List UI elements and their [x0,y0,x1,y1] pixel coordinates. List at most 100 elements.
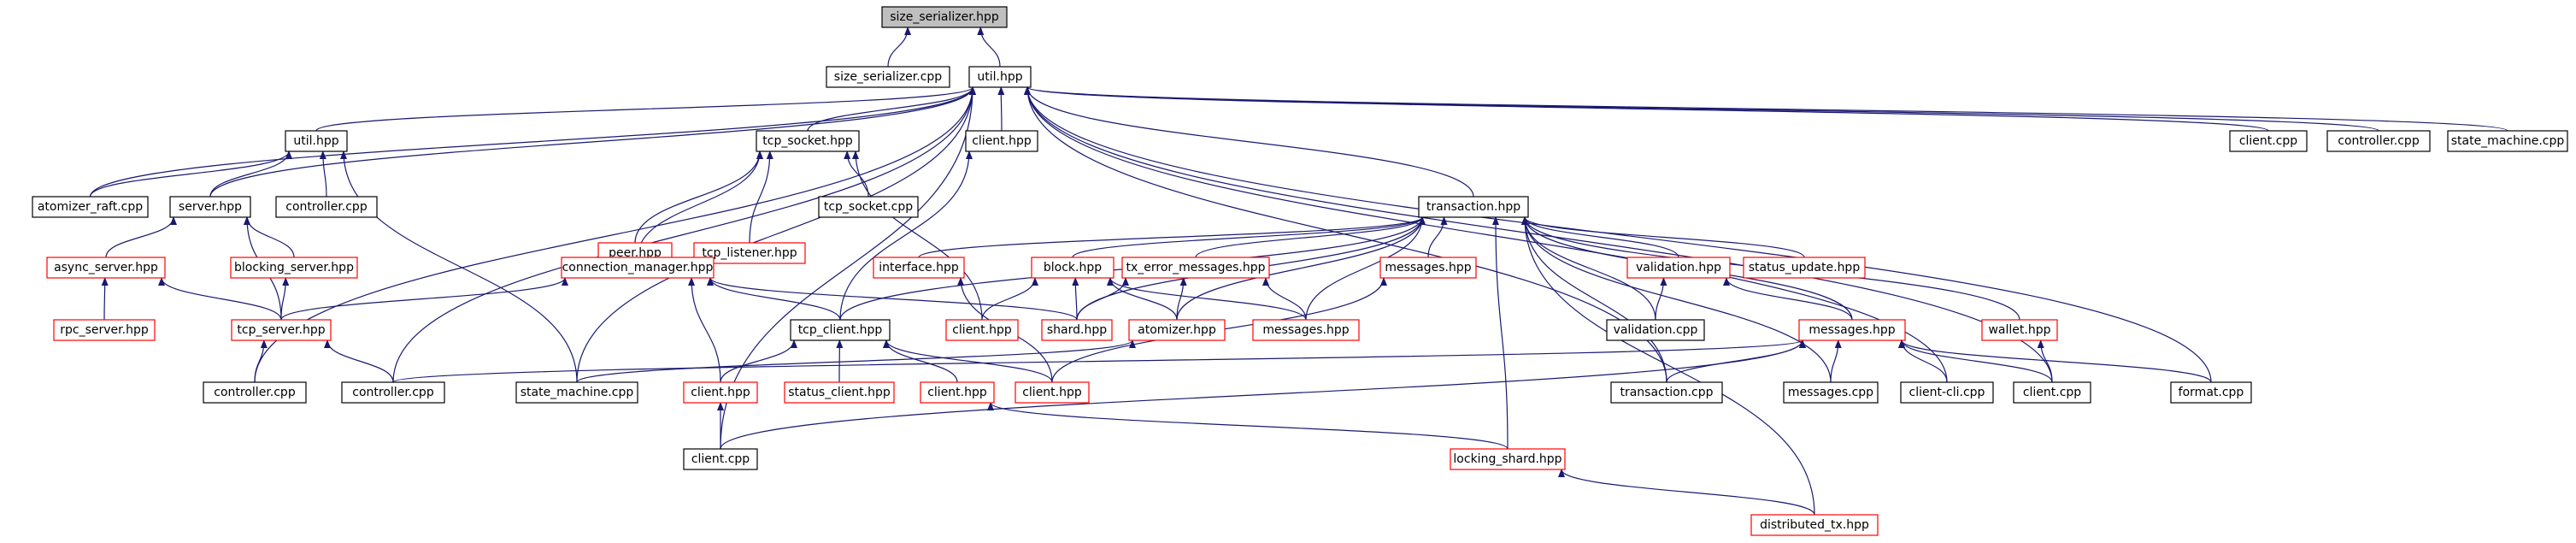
node-controller-cpp[interactable]: controller.cpp [341,381,445,404]
node-wallet-hpp[interactable]: wallet.hpp [1981,319,2058,341]
node-client-hpp[interactable]: client.hpp [920,381,995,404]
node-util-hpp[interactable]: util.hpp [285,130,348,152]
node-interface-hpp[interactable]: interface.hpp [873,257,965,279]
node-label: messages.hpp [1385,261,1471,274]
node-client-cpp[interactable]: client.cpp [2013,381,2091,404]
node-tcp-server-hpp[interactable]: tcp_server.hpp [231,319,332,341]
node-label: rpc_server.hpp [60,323,149,337]
node-label: tcp_server.hpp [237,323,325,337]
node-label: controller.cpp [214,386,296,399]
node-controller-cpp[interactable]: controller.cpp [203,381,307,404]
node-label: state_machine.cpp [520,386,634,399]
node-label: messages.hpp [1262,323,1349,337]
node-size-serializer-cpp[interactable]: size_serializer.cpp [826,66,950,88]
node-client-hpp[interactable]: client.hpp [945,319,1019,341]
edge-size-serializer-cpp-to-size-serializer-hpp [887,27,912,68]
node-tx-error-messages-hpp[interactable]: tx_error_messages.hpp [1121,257,1270,279]
node-label: atomizer_raft.cpp [38,200,143,214]
node-controller-cpp[interactable]: controller.cpp [2326,130,2431,152]
node-label: blocking_server.hpp [234,261,354,274]
node-box [784,381,895,404]
node-box [285,130,348,152]
node-state-machine-cpp[interactable]: state_machine.cpp [2447,130,2568,152]
node-status-client-hpp[interactable]: status_client.hpp [784,381,895,404]
node-box [341,381,445,404]
node-validation-cpp[interactable]: validation.cpp [1606,319,1705,341]
node-client-hpp[interactable]: client.hpp [1015,381,1090,404]
node-tcp-socket-hpp[interactable]: tcp_socket.hpp [756,130,860,152]
node-tcp-listener-hpp[interactable]: tcp_listener.hpp [693,242,806,264]
node-locking-shard-hpp[interactable]: locking_shard.hpp [1450,448,1566,470]
node-size-serializer-hpp[interactable]: size_serializer.hpp [881,6,1008,28]
node-state-machine-cpp[interactable]: state_machine.cpp [515,381,638,404]
node-messages-hpp[interactable]: messages.hpp [1798,319,1906,341]
edge-distributed-tx-hpp-to-transaction-hpp [1521,216,1815,516]
node-box [1128,319,1226,341]
node-label: controller.cpp [2338,134,2420,148]
node-async-server-hpp[interactable]: async_server.hpp [46,257,166,279]
node-label: wallet.hpp [1988,323,2050,337]
node-client-cli-cpp[interactable]: client-cli.cpp [1900,381,1994,404]
node-atomizer-hpp[interactable]: atomizer.hpp [1128,319,1226,341]
node-atomizer-raft-cpp[interactable]: atomizer_raft.cpp [32,196,149,218]
edge-tcp-listener-hpp-to-tcp-socket-hpp [749,151,773,244]
node-label: validation.cpp [1614,323,1698,337]
node-box [2229,130,2308,152]
node-box [1015,381,1090,404]
node-label: client.cpp [691,452,750,466]
node-transaction-cpp[interactable]: transaction.cpp [1610,381,1723,404]
edge-state-machine-cpp-to-util-hpp [576,86,976,383]
node-label: status_client.hpp [788,386,891,399]
node-box [1379,257,1477,279]
node-client-hpp[interactable]: client.hpp [965,130,1038,152]
edge-tcp-server-hpp-to-blocking-server-hpp [280,277,290,321]
node-block-hpp[interactable]: block.hpp [1031,257,1115,279]
node-messages-hpp[interactable]: messages.hpp [1252,319,1360,341]
edge-messages-cpp-to-messages-hpp [1830,339,1842,383]
node-controller-cpp[interactable]: controller.cpp [275,196,378,218]
edge-state-machine-cpp-to-util-hpp [1024,86,2508,132]
node-tcp-socket-cpp[interactable]: tcp_socket.cpp [818,196,919,218]
node-blocking-server-hpp[interactable]: blocking_server.hpp [230,257,358,279]
node-box [2170,381,2252,404]
edge-shard-hpp-to-block-hpp [1072,277,1079,321]
node-shard-hpp[interactable]: shard.hpp [1041,319,1113,341]
node-distributed-tx-hpp[interactable]: distributed_tx.hpp [1750,514,1879,536]
node-box [1121,257,1270,279]
edge-format-cpp-to-util-hpp [1024,86,2212,383]
node-label: controller.cpp [285,200,368,214]
node-label: status_update.hpp [1749,261,1861,274]
node-client-hpp[interactable]: client.hpp [683,381,758,404]
edge-atomizer-hpp-to-tx-error-messages-hpp [1176,277,1187,321]
edge-util-hpp-to-size-serializer-hpp [977,27,1001,68]
node-format-cpp[interactable]: format.cpp [2170,381,2252,404]
node-box [2013,381,2091,404]
node-util-hpp[interactable]: util.hpp [968,66,1032,88]
node-transaction-hpp[interactable]: transaction.hpp [1418,196,1529,218]
node-label: block.hpp [1044,261,1102,274]
node-label: controller.cpp [352,386,434,399]
node-client-cpp[interactable]: client.cpp [2229,130,2308,152]
node-messages-hpp[interactable]: messages.hpp [1379,257,1477,279]
node-label: validation.hpp [1636,261,1721,274]
node-client-cpp[interactable]: client.cpp [683,448,758,470]
node-tcp-client-hpp[interactable]: tcp_client.hpp [790,319,891,341]
node-box [1041,319,1113,341]
node-rpc-server-hpp[interactable]: rpc_server.hpp [53,319,156,341]
node-box [756,130,860,152]
edge-client-cpp-to-wallet-hpp [2037,339,2053,383]
edge-controller-cpp-to-util-hpp [319,151,327,198]
edge-locking-shard-hpp-to-client-hpp [987,402,1509,450]
edge-client-hpp-to-tcp-client-hpp [883,339,1053,383]
node-server-hpp[interactable]: server.hpp [169,196,251,218]
node-connection-manager-hpp[interactable]: connection_manager.hpp [561,257,715,279]
edge-async-server-hpp-to-server-hpp [105,216,177,258]
edge-tcp-server-hpp-to-connection-manager-hpp [280,277,568,321]
edge-client-hpp-to-util-hpp [997,86,1005,132]
node-status-update-hpp[interactable]: status_update.hpp [1743,257,1866,279]
node-validation-hpp[interactable]: validation.hpp [1626,257,1731,279]
node-box [230,257,358,279]
node-messages-cpp[interactable]: messages.cpp [1783,381,1879,404]
